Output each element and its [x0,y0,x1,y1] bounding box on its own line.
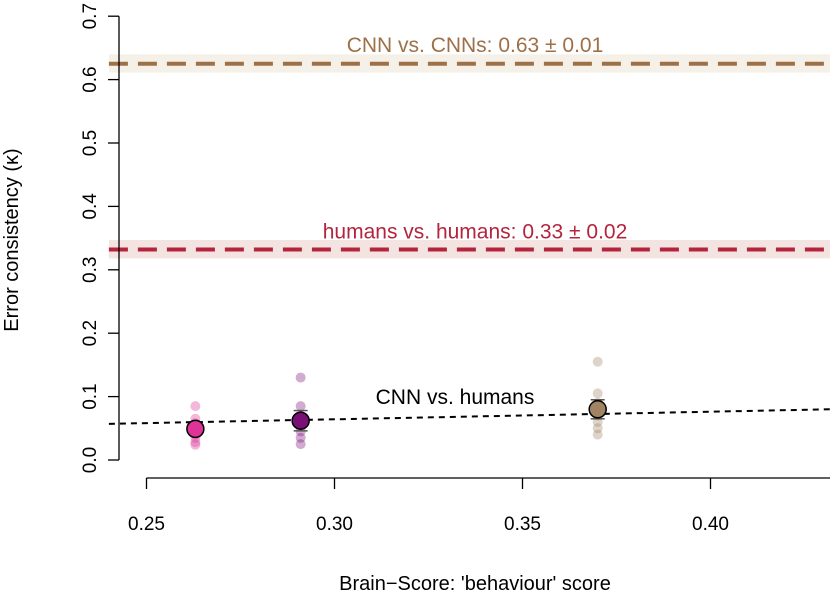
x-tick-label: 0.35 [504,514,541,535]
sample-point [592,423,603,434]
sample-point [295,439,306,450]
y-tick-label: 0.4 [80,193,101,220]
annotations-layer: CNN vs. CNNs: 0.63 ± 0.01 humans vs. huma… [323,34,628,409]
sample-point [295,372,306,383]
x-tick-label: 0.25 [128,514,165,535]
x-tick-label: 0.40 [692,514,729,535]
sample-point [592,388,603,399]
sample-point [592,356,603,367]
mean-point [186,419,205,439]
x-axis: 0.250.300.350.400.450.500.550.60 [128,477,830,535]
x-tick-label: 0.30 [316,514,353,535]
y-tick-label: 0.2 [80,320,101,346]
means-layer [186,400,607,439]
regression-label: CNN vs. humans [376,386,535,409]
reference-line-label: humans vs. humans: 0.33 ± 0.02 [323,221,628,244]
sample-point [295,401,306,412]
regression-line [108,408,830,425]
mean-point [291,411,310,430]
y-tick-label: 0.5 [80,130,101,156]
x-axis-title: Brain−Score: 'behaviour' score [339,573,611,595]
y-tick-label: 0.1 [80,383,101,409]
y-tick-label: 0.6 [80,66,101,92]
sample-point [190,437,201,448]
mean-point [588,400,607,419]
sample-point [190,401,201,412]
y-axis-title: Error consistency (κ) [1,148,23,331]
y-axis: 0.0 0.1 0.2 0.3 0.4 0.5 0.6 0.7 [80,3,120,473]
sample-point [295,432,306,443]
sample-point [190,439,201,450]
sample-point [592,429,603,440]
y-tick-label: 0.3 [80,257,101,283]
y-tick-label: 0.7 [80,3,101,29]
reference-line-label: CNN vs. CNNs: 0.63 ± 0.01 [347,34,604,57]
regression-layer [108,408,830,425]
reference-lines-layer [108,61,830,252]
y-tick-label: 0.0 [80,447,101,473]
